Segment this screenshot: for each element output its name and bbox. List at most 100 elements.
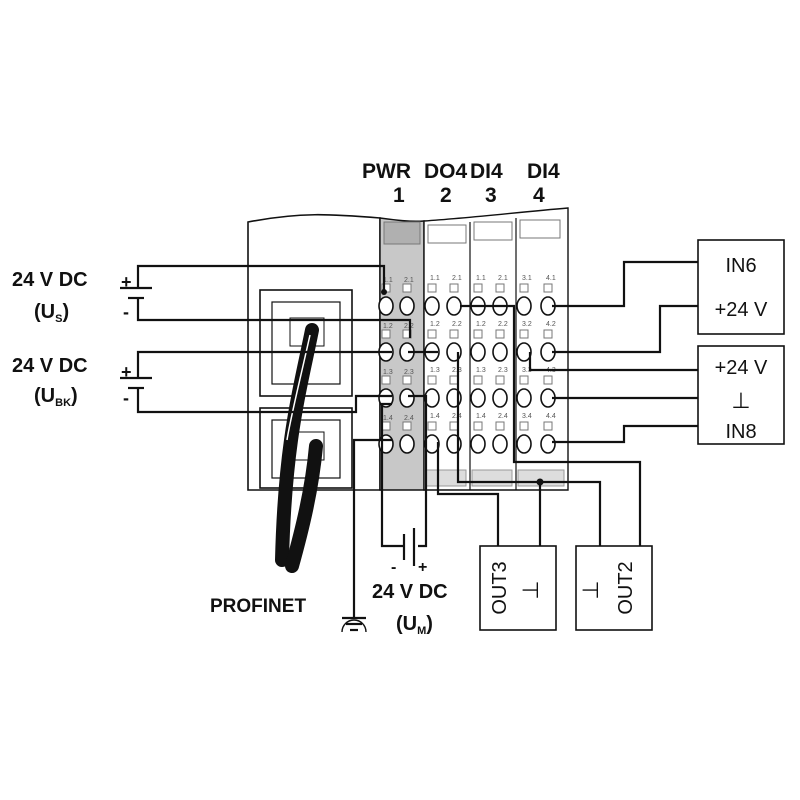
device-in6: IN6 +24 V [697,239,785,335]
terminal-label: 2.4 [498,413,508,420]
terminal-release-square [402,375,412,385]
module-number-4: 4 [533,184,545,207]
terminal-point [492,434,508,454]
terminal-release-square [381,421,391,431]
us-symbol-label: (US) [34,301,69,325]
in6-label: IN6 [725,255,756,277]
terminal-label: 2.4 [404,415,414,422]
terminal-label: 1.2 [476,321,486,328]
terminal-release-square [402,283,412,293]
terminal-point [424,296,440,316]
junction-dots [381,289,544,486]
terminal-point [378,388,394,408]
out2-ground-icon: ⊥ [578,580,603,599]
terminal-label: 1.4 [383,415,393,422]
us-voltage-label: 24 V DC [12,269,88,291]
um-voltage-label: 24 V DC [372,581,448,603]
terminal-label: 1.4 [476,413,486,420]
terminal-point [516,388,532,408]
ubk-voltage-label: 24 V DC [12,355,88,377]
profinet-label: PROFINET [210,596,306,617]
terminal-label: 2.3 [404,369,414,376]
out3-label: OUT3 [489,561,511,614]
terminal-release-square [402,421,412,431]
module-number-2: 2 [440,184,452,207]
terminal-label: 4.2 [546,321,556,328]
module-headers: PWR DO4 DI4 DI4 1 2 3 4 [362,160,560,207]
device-in8: +24 V ⊥ IN8 [697,345,785,445]
supply-us: + - 24 V DC (US) [12,269,152,325]
terminal-release-square [427,375,437,385]
terminal-grid [378,283,556,454]
um-plus-sign: + [418,559,427,576]
terminal-label: 2.2 [452,321,462,328]
ubk-plus-sign: + [121,362,132,382]
terminal-label: 3.3 [522,367,532,374]
um-symbol-label: (UM) [396,613,433,637]
terminal-point [492,342,508,362]
module-number-1: 1 [393,184,405,207]
ubk-symbol-label: (UBK) [34,385,78,409]
terminal-label: 3.1 [522,275,532,282]
in8-supply-label: +24 V [715,357,768,379]
terminal-release-square [473,375,483,385]
terminal-release-square [543,421,553,431]
terminal-release-square [473,329,483,339]
terminal-point [516,434,532,454]
terminal-point [540,434,556,454]
terminal-release-square [449,329,459,339]
terminal-point [399,434,415,454]
terminal-label: 1.2 [383,323,393,330]
module-header-di4-b: DI4 [527,160,560,183]
terminal-point [446,296,462,316]
terminal-release-square [495,283,505,293]
profinet-port-upper [259,289,353,397]
terminal-release-square [495,375,505,385]
terminal-release-square [449,421,459,431]
terminal-label: 1.3 [383,369,393,376]
device-out3: OUT3 ⊥ [479,545,557,631]
earth-ground-icon [341,616,367,633]
terminal-label: 1.3 [476,367,486,374]
out3-ground-icon: ⊥ [518,580,543,599]
in6-supply-label: +24 V [715,299,768,321]
terminal-label: 2.3 [498,367,508,374]
terminal-release-square [473,421,483,431]
terminal-label: 2.2 [498,321,508,328]
terminal-label: 4.4 [546,413,556,420]
terminal-release-square [519,375,529,385]
terminal-release-square [473,283,483,293]
in8-ground-icon: ⊥ [731,388,750,413]
terminal-label: 1.2 [430,321,440,328]
module-header-do4: DO4 [424,160,468,183]
ubk-minus-sign: - [123,388,129,408]
in8-label: IN8 [725,421,756,443]
module-header-di4-a: DI4 [470,160,503,183]
us-minus-sign: - [123,302,129,322]
terminal-label: 3.2 [522,321,532,328]
terminal-point [378,296,394,316]
supply-wires [136,264,438,618]
terminal-point [470,342,486,362]
terminal-label: 2.1 [452,275,462,282]
terminal-release-square [543,375,553,385]
terminal-labels: 1.1 2.1 1.2 2.2 1.3 2.3 1.4 2.4 1.1 2.1 … [383,275,556,422]
terminal-release-square [427,329,437,339]
terminal-release-square [519,283,529,293]
terminal-release-square [381,329,391,339]
terminal-release-square [543,283,553,293]
terminal-label: 1.1 [383,277,393,284]
terminal-release-square [495,421,505,431]
supply-ubk: + - 24 V DC (UBK) [12,355,152,409]
out2-label: OUT2 [615,561,637,614]
terminal-release-square [449,283,459,293]
terminal-release-square [519,329,529,339]
terminal-point [492,388,508,408]
device-out2: ⊥ OUT2 [575,545,653,631]
terminal-label: 3.4 [522,413,532,420]
module-number-3: 3 [485,184,497,207]
terminal-label: 4.1 [546,275,556,282]
terminal-release-square [427,421,437,431]
terminal-label: 2.1 [404,277,414,284]
